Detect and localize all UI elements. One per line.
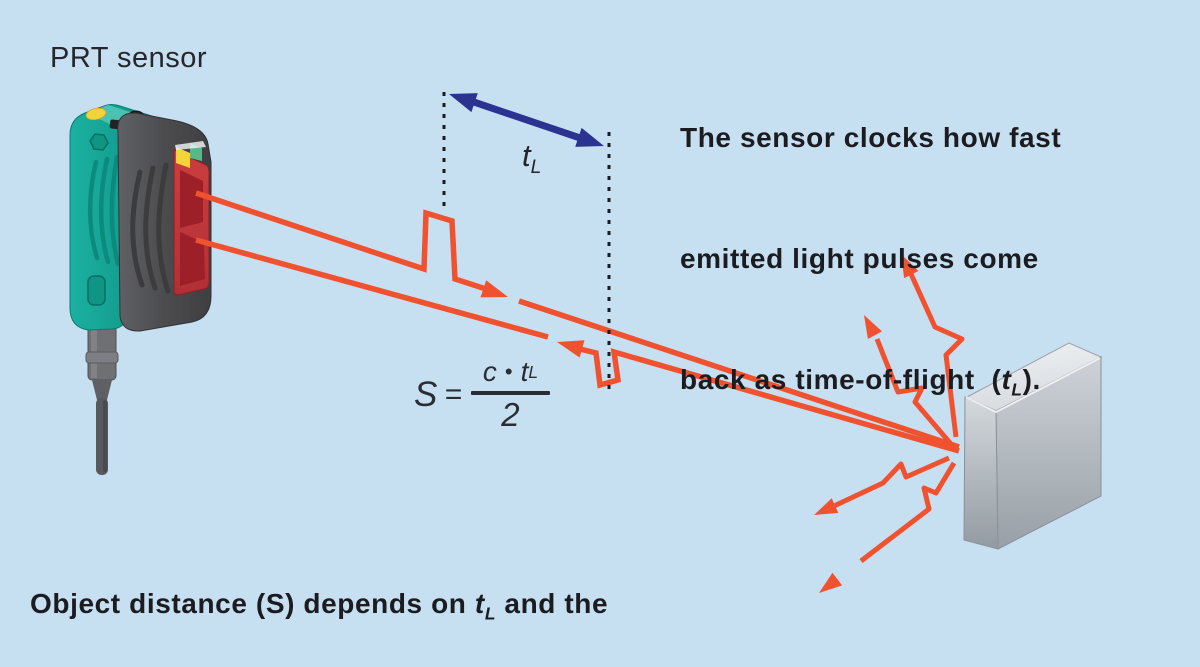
tof-measure-arrow [449,93,604,147]
return-beam-arrowhead [557,340,585,358]
return-beam [195,237,549,340]
annotation-bottom-left: Object distance (S) depends on tL and th… [30,588,609,624]
formula-equals: = [444,377,462,411]
prt-sensor-illustration [69,104,212,332]
annotation-top-right: The sensor clocks how fast emitted light… [680,122,1062,400]
emitted-beam [195,190,490,293]
target-object-cube [963,342,1103,550]
sensor-cable [85,317,119,475]
sensor-led-yellow [176,147,190,168]
sensor-top-led-yellow [85,107,107,121]
sensor-receiver-window [180,232,205,286]
sensor-emitter-window [180,170,203,228]
emitted-beam-arrowhead [480,280,508,298]
dashed-reference-lines [442,92,611,390]
time-of-flight-label: tL [522,138,542,179]
fraction-bar [470,391,551,395]
light-beams [195,190,960,454]
sensor-label: PRT sensor [50,42,208,74]
scattered-light-arrows [814,254,965,593]
formula-lhs: S [414,374,438,414]
